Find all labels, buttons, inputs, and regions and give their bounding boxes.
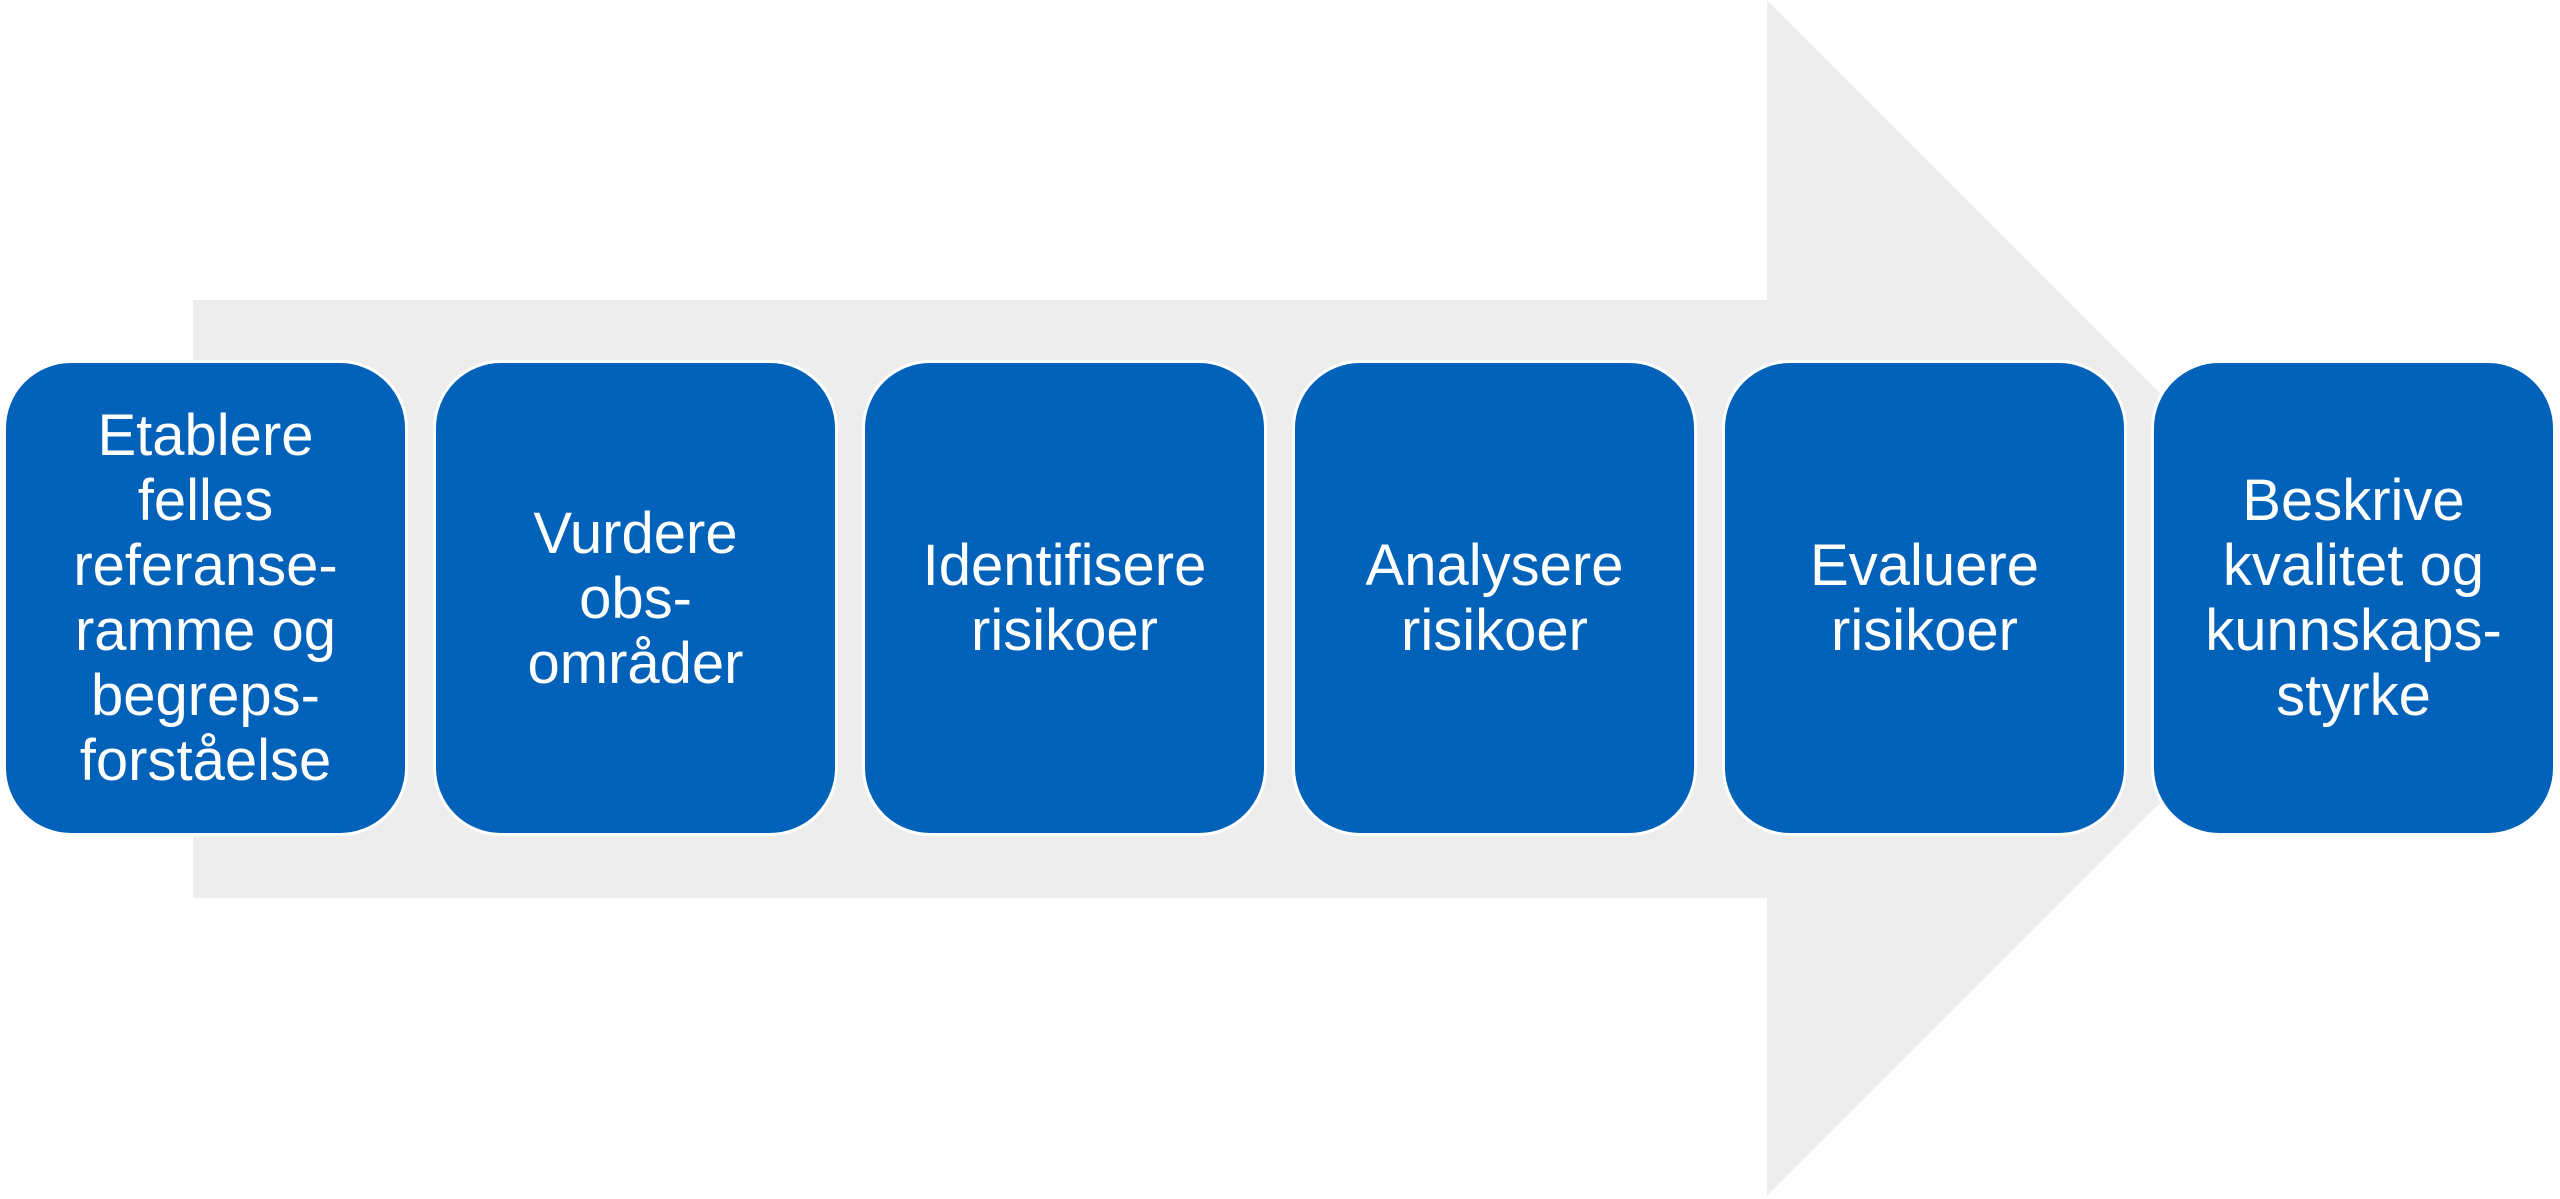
process-step-2-label: Vurdere obs- områder: [527, 500, 744, 696]
process-step-1: Etablere felles referanse- ramme og begr…: [3, 360, 408, 836]
process-step-3-label: Identifisere risikoer: [922, 533, 1207, 663]
process-step-3: Identifisere risikoer: [862, 360, 1267, 836]
arrow-shape: [193, 0, 2365, 1196]
process-step-5-label: Evaluere risikoer: [1810, 533, 2039, 663]
process-step-6-label: Beskrive kvalitet og kunnskaps- styrke: [2205, 468, 2502, 728]
process-step-5: Evaluere risikoer: [1722, 360, 2127, 836]
process-step-4: Analysere risikoer: [1292, 360, 1697, 836]
process-step-4-label: Analysere risikoer: [1365, 533, 1624, 663]
process-step-6: Beskrive kvalitet og kunnskaps- styrke: [2151, 360, 2556, 836]
process-step-1-label: Etablere felles referanse- ramme og begr…: [73, 403, 338, 793]
process-step-2: Vurdere obs- områder: [433, 360, 838, 836]
